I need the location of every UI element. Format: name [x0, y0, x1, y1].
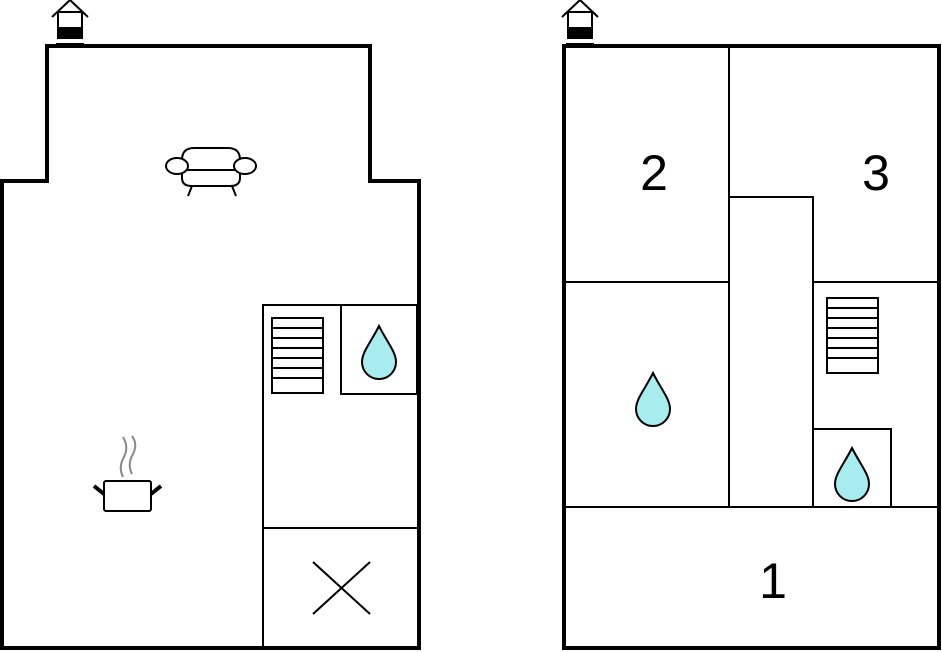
water-drop-icon [834, 447, 870, 502]
water-drop-icon [635, 372, 671, 427]
entrance-house-icon [51, 0, 89, 47]
upper-floor-plan: 2 3 1 [561, 0, 941, 650]
stairs-icon [271, 317, 324, 394]
outer-wall [0, 44, 421, 650]
stairs-icon [826, 297, 879, 374]
bathroom [812, 428, 892, 508]
cooking-pot-icon [92, 435, 163, 512]
room-label-2: 2 [640, 145, 668, 201]
cross-void-icon [312, 561, 371, 615]
room-label-3: 3 [862, 145, 890, 201]
outer-wall [562, 44, 941, 650]
ground-floor-plan [0, 0, 421, 650]
bathroom [340, 304, 418, 395]
sofa-icon [165, 147, 257, 197]
room-label-1: 1 [759, 553, 787, 609]
entrance-house-icon [561, 0, 599, 47]
water-drop-icon [361, 325, 397, 380]
interior-walls [564, 46, 939, 508]
